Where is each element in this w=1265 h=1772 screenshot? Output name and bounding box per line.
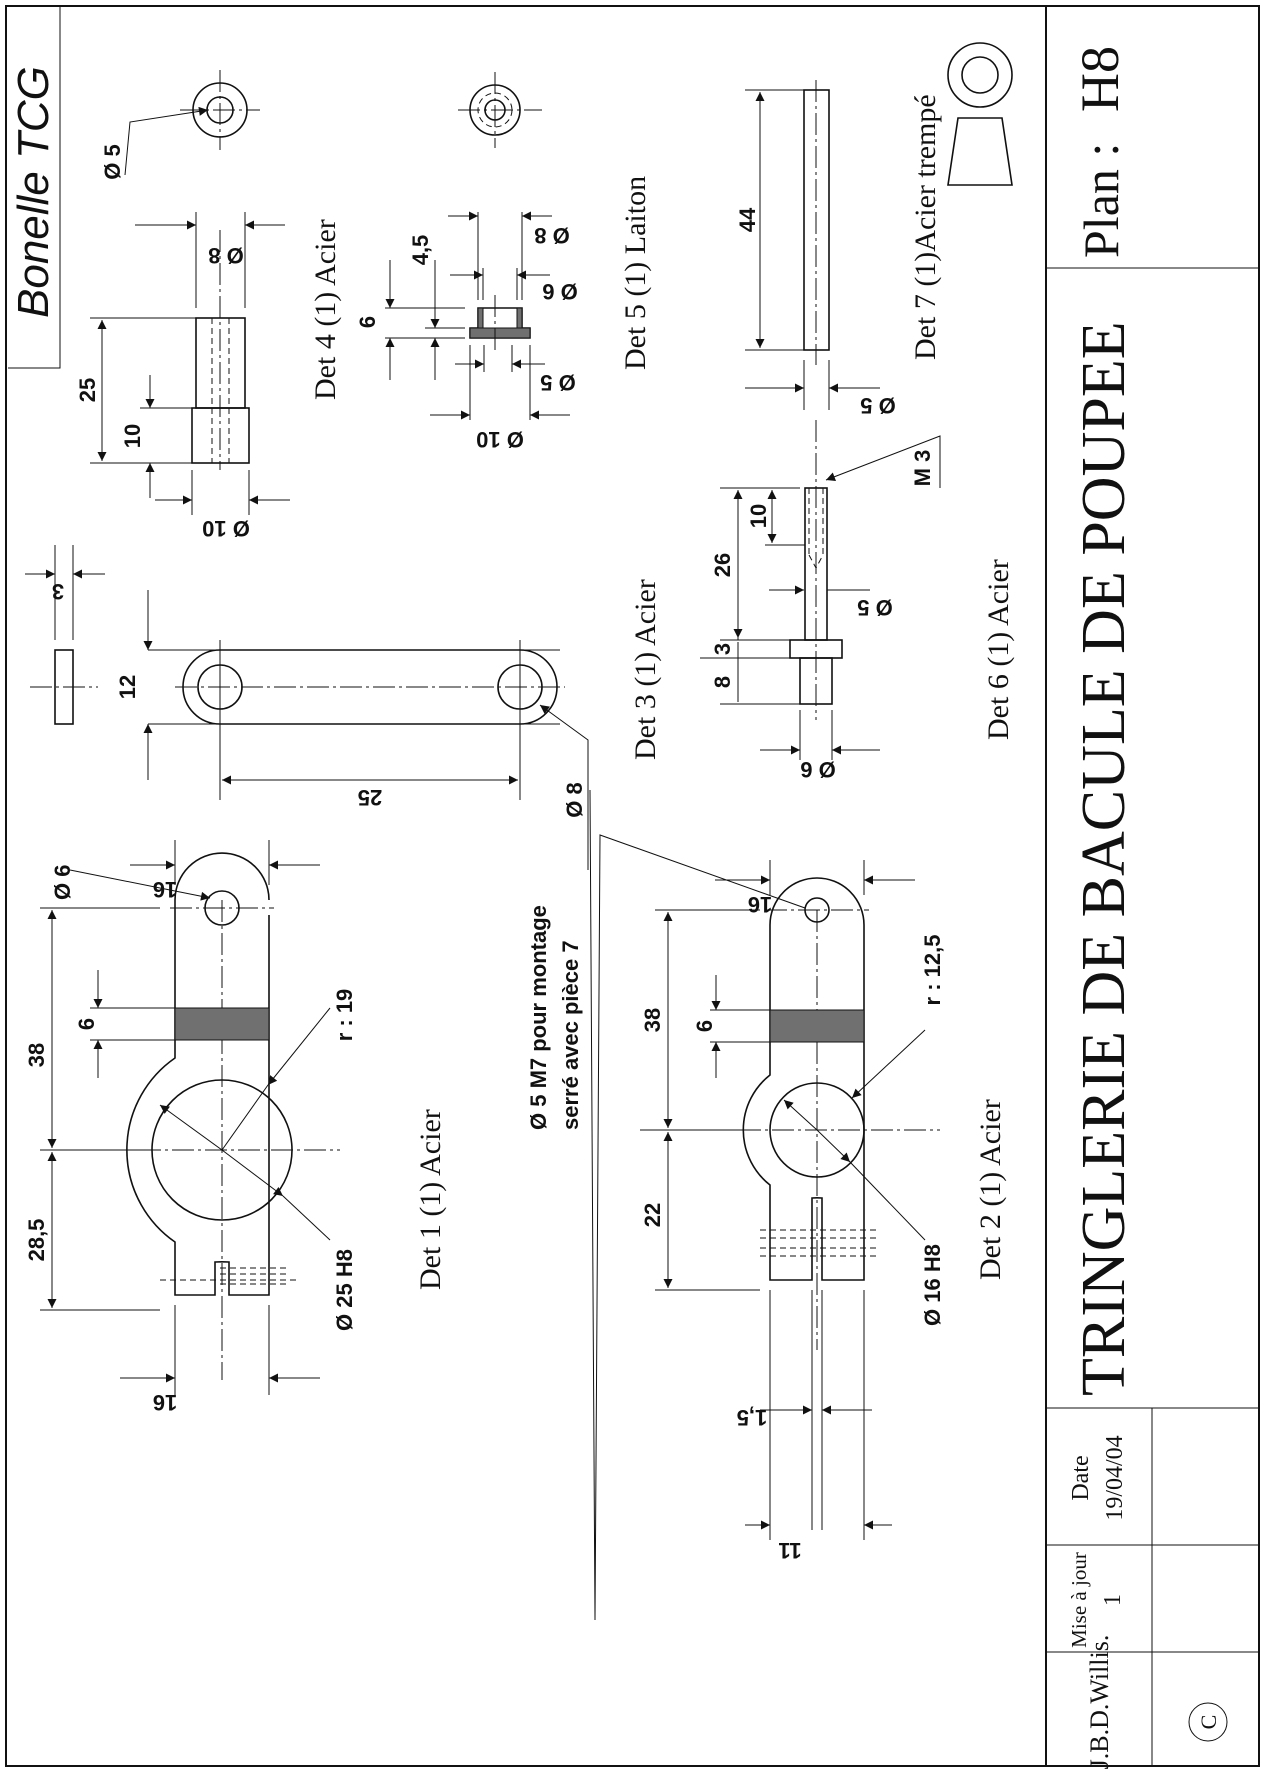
d1-width-bottom: 16 [153,1390,177,1415]
plan-label: Plan : [1073,143,1129,258]
detail-3: 12 25 Ø 8 3 Det 3 (1) Acier [25,545,662,870]
d2-width: 16 [748,892,772,917]
d6-head: 8 [710,676,735,688]
d2-len: 38 [640,1008,665,1032]
d4-small: Ø 8 [208,243,243,268]
d2-bore: Ø 16 H8 [920,1244,945,1326]
d4-step: 10 [120,424,145,448]
d1-radius: r : 19 [332,989,357,1042]
d1-offset: 28,5 [24,1219,49,1262]
d4-total: 25 [75,378,100,402]
d5-flange: 4,5 [408,235,433,266]
update-label: Mise à jour [1067,1552,1091,1648]
d1-slot: 6 [74,1018,99,1030]
d5-d5: Ø 5 [540,370,575,395]
drawing-title: TRINGLERIE DE BACULE DE POUPEE [1070,321,1138,1396]
d1-width-top: 16 [153,877,177,902]
d7-len: 44 [735,207,760,232]
date-value: 19/04/04 [1102,1435,1128,1520]
detail-1: 16 16 Ø 6 38 28,5 6 r : 19 Ø 25 H8 Det 1… [24,840,447,1415]
d2-offset: 22 [640,1203,665,1227]
brand-label: Bonelle TCG [9,66,58,318]
det1-label: Det 1 (1) Acier [414,1109,447,1290]
note-line-2: serré avec pièce 7 [558,940,583,1130]
d4-bore: Ø 5 [100,144,125,179]
d5-d6: Ø 6 [542,279,577,304]
det2-label: Det 2 (1) Acier [974,1099,1007,1280]
detail-7: 44 Ø 5 Det 7 (1)Acier trempé [735,42,1013,418]
d4-big: Ø 10 [202,516,250,541]
d2-slot: 6 [692,1020,717,1032]
d1-bore: Ø 25 H8 [332,1249,357,1331]
d1-len: 38 [24,1043,49,1067]
detail-4: 25 10 Ø 5 Ø 8 Ø 10 Det 4 (1) Acier [75,70,342,541]
d5-height: 6 [355,316,380,328]
author-name: J.B.D.Willis. [1085,1635,1114,1770]
d6-thread: M 3 [910,450,935,487]
d5-d10: Ø 10 [476,427,524,452]
det5-label: Det 5 (1) Laiton [619,176,652,370]
det7-label: Det 7 (1)Acier trempé [909,94,942,360]
detail-6: 26 10 M 3 Ø 5 3 8 Ø 6 Det 6 (1) Acier [700,420,1015,782]
copyright-mark: C [1196,1715,1221,1730]
plan-value: H8 [1070,46,1130,112]
note-line-1: Ø 5 M7 pour montage [526,905,551,1130]
d3-holes: Ø 8 [562,782,587,817]
d2-gap: 1,5 [737,1405,768,1430]
drawing-border [5,5,1260,1767]
copyright-icon [1188,1702,1228,1742]
d3-width: 12 [115,675,140,699]
det3-label: Det 3 (1) Acier [629,579,662,760]
d2-boss: 11 [778,1538,801,1563]
d3-thick: 3 [52,579,64,604]
brand-box [8,6,61,369]
d1-hole: Ø 6 [50,865,75,900]
d2-radius: r : 12,5 [920,935,945,1006]
date-label: Date [1068,1455,1094,1500]
detail-2: 16 38 22 6 r : 12,5 Ø 16 H8 1,5 11 Ø 5 M… [526,789,1007,1621]
d6-thread-len: 10 [746,504,771,528]
d7-d: Ø 5 [860,393,895,418]
d6-collar: 3 [710,643,735,655]
d3-centres: 25 [358,785,382,810]
d6-len: 26 [710,553,735,577]
update-value: 1 [1100,1594,1126,1606]
d5-d8: Ø 8 [534,223,569,248]
det4-label: Det 4 (1) Acier [309,219,342,400]
detail-5: 6 4,5 Ø 8 Ø 6 Ø 5 Ø 10 Det 5 (1) Laiton [355,72,652,452]
det6-label: Det 6 (1) Acier [982,559,1015,740]
d6-shank: Ø 5 [857,595,892,620]
d6-head-d: Ø 6 [800,757,835,782]
